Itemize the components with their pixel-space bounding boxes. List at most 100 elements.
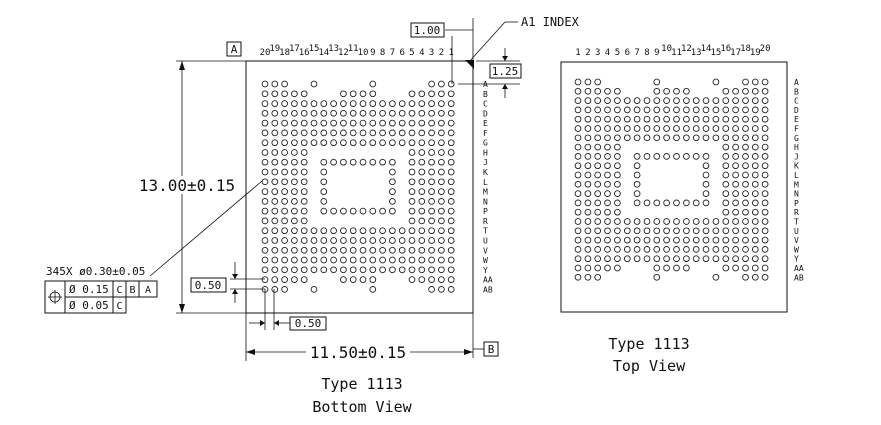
solder-ball: [320, 178, 328, 186]
row-label: U: [483, 237, 488, 246]
solder-ball: [281, 276, 288, 283]
solder-ball: [574, 115, 582, 123]
solder-ball: [320, 168, 328, 176]
solder-ball: [604, 125, 611, 132]
solder-ball: [310, 80, 318, 88]
solder-ball: [330, 109, 337, 117]
solder-ball: [428, 246, 435, 254]
solder-ball: [447, 266, 455, 274]
solder-ball: [692, 255, 700, 263]
feature-control-frame: Ø 0.15 C B A Ø 0.05 C: [44, 280, 158, 314]
solder-ball: [712, 115, 720, 123]
solder-ball: [692, 106, 700, 114]
solder-ball: [428, 217, 435, 225]
width-label-bg: [306, 344, 410, 360]
column-label: 19: [750, 48, 761, 58]
solder-ball: [702, 106, 710, 114]
solder-ball: [379, 207, 386, 215]
solder-ball: [438, 256, 445, 264]
solder-ball: [271, 237, 279, 244]
solder-ball: [340, 227, 347, 235]
solder-ball: [261, 129, 269, 137]
solder-ball: [653, 199, 661, 207]
column-label: 10: [661, 44, 672, 54]
solder-ball: [574, 273, 582, 281]
solder-ball: [418, 109, 426, 117]
solder-ball: [389, 207, 396, 215]
solder-ball: [340, 139, 347, 147]
solder-ball: [447, 90, 455, 98]
solder-ball: [389, 109, 396, 117]
column-label: 7: [634, 48, 639, 58]
solder-ball: [310, 256, 318, 264]
row-label: AA: [794, 264, 804, 273]
solder-ball: [428, 168, 435, 176]
solder-ball: [291, 139, 298, 147]
solder-ball: [643, 97, 651, 104]
solder-ball: [663, 264, 670, 272]
solder-ball: [663, 255, 670, 263]
solder-ball: [398, 129, 406, 137]
pitch-h-box: [289, 316, 327, 331]
solder-ball: [271, 90, 279, 98]
solder-ball: [349, 207, 357, 215]
column-label: 2: [439, 48, 444, 58]
a1-x-dim-box: [410, 22, 445, 38]
solder-ball: [751, 180, 759, 188]
solder-ball: [702, 162, 710, 170]
datum-b-box: [483, 341, 499, 357]
solder-ball: [379, 119, 386, 127]
solder-ball: [369, 276, 377, 283]
solder-ball: [330, 139, 337, 147]
solder-ball: [369, 109, 377, 117]
solder-ball: [330, 119, 337, 127]
fcf-row1-datum2: B: [129, 285, 135, 296]
fcf-row2-tol: Ø 0.05: [69, 299, 109, 312]
solder-ball: [761, 134, 769, 142]
solder-ball: [261, 217, 269, 225]
solder-ball: [604, 218, 611, 225]
solder-ball: [408, 158, 416, 166]
solder-ball: [281, 90, 288, 98]
solder-ball: [702, 180, 710, 188]
solder-ball: [653, 134, 661, 142]
solder-ball: [584, 162, 592, 170]
solder-ball: [633, 190, 641, 197]
solder-ball: [320, 109, 328, 117]
solder-ball: [281, 286, 288, 293]
solder-ball: [663, 153, 670, 160]
solder-ball: [732, 246, 739, 253]
solder-ball: [732, 218, 739, 225]
solder-ball: [418, 246, 426, 254]
solder-ball: [291, 100, 298, 107]
solder-ball: [614, 97, 621, 104]
solder-ball: [418, 139, 426, 147]
solder-ball: [761, 106, 769, 114]
a1-y-arrowhead-top: [502, 56, 508, 61]
solder-ball: [732, 162, 739, 170]
solder-ball: [761, 143, 769, 151]
solder-ball: [428, 188, 435, 195]
solder-ball: [574, 134, 582, 142]
solder-ball: [761, 190, 769, 197]
solder-ball: [447, 139, 455, 147]
solder-ball: [614, 153, 621, 160]
solder-ball: [692, 115, 700, 123]
ball-note-leader: [149, 180, 263, 277]
row-label: K: [483, 168, 488, 177]
solder-ball: [349, 266, 357, 274]
solder-ball: [330, 266, 337, 274]
solder-ball: [349, 237, 357, 244]
solder-ball: [722, 218, 730, 225]
column-label: 3: [429, 48, 434, 58]
solder-ball: [742, 143, 749, 151]
solder-ball: [683, 106, 690, 114]
solder-ball: [742, 153, 749, 160]
row-label: W: [483, 256, 488, 265]
column-label: 8: [644, 48, 649, 58]
solder-ball: [389, 237, 396, 244]
solder-ball: [594, 106, 602, 114]
height-arrow-bottom: [179, 304, 185, 313]
solder-ball: [732, 236, 739, 244]
solder-ball: [633, 153, 641, 160]
